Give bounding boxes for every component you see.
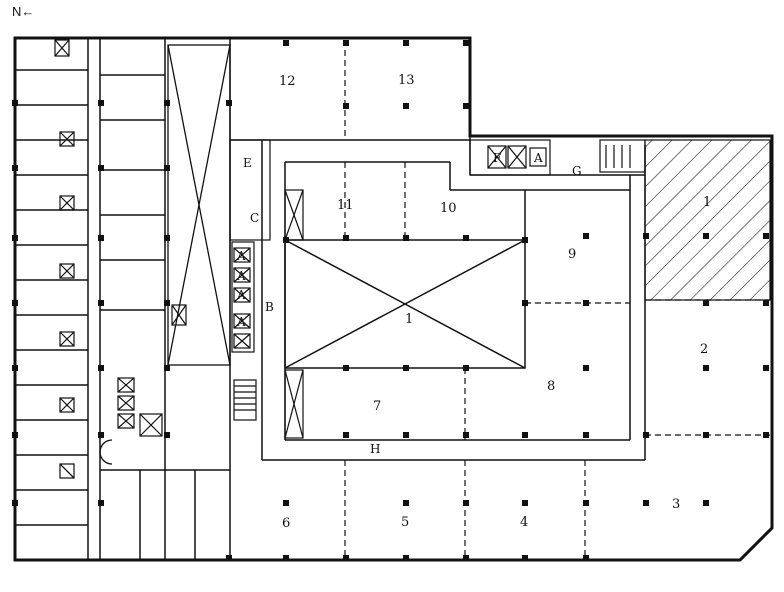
unit-9-label: 9 (568, 247, 576, 262)
north-arrow-label: N← (12, 4, 35, 19)
core-b (229, 139, 271, 421)
label-a1: A (236, 249, 246, 263)
unit-1b-label: 1 (703, 195, 711, 210)
unit-12-label: 12 (279, 74, 296, 89)
label-c: C (250, 211, 259, 225)
unit-3-label: 3 (672, 497, 680, 512)
unit-4-label: 4 (520, 515, 528, 530)
structural-columns (12, 40, 769, 561)
unit-5-label: 5 (401, 515, 409, 530)
unit-10-label: 10 (440, 201, 457, 216)
label-g: G (572, 164, 582, 178)
room-strip-left (15, 38, 230, 560)
unit-7-label: 7 (373, 399, 381, 414)
unit-2-label: 2 (700, 342, 708, 357)
hatched-unit-1 (644, 139, 771, 301)
unit-1-label: 1 (405, 312, 413, 327)
entrance-arc (99, 439, 113, 465)
core-letter-labels: B C E F G H A A A A A (236, 151, 582, 456)
unit-11-label: 11 (337, 198, 354, 213)
unit-6-label: 6 (282, 516, 290, 531)
label-a4: A (236, 315, 246, 329)
atrium-left (167, 44, 231, 366)
label-b: B (265, 300, 274, 314)
label-h: H (370, 442, 380, 456)
unit-13-label: 13 (398, 73, 415, 88)
label-a2: A (236, 269, 246, 283)
label-f: F (493, 151, 501, 165)
unit-walls (229, 38, 646, 560)
label-a5: A (533, 151, 543, 165)
unit-number-labels: 1 1 2 3 4 5 6 7 8 9 10 11 12 13 (279, 73, 711, 531)
label-a3: A (236, 288, 246, 302)
unit-8-label: 8 (547, 379, 555, 394)
core-top-right (284, 139, 646, 439)
label-e: E (243, 156, 252, 170)
shaft-boxes-left (54, 39, 187, 479)
building-outline (13, 36, 774, 562)
